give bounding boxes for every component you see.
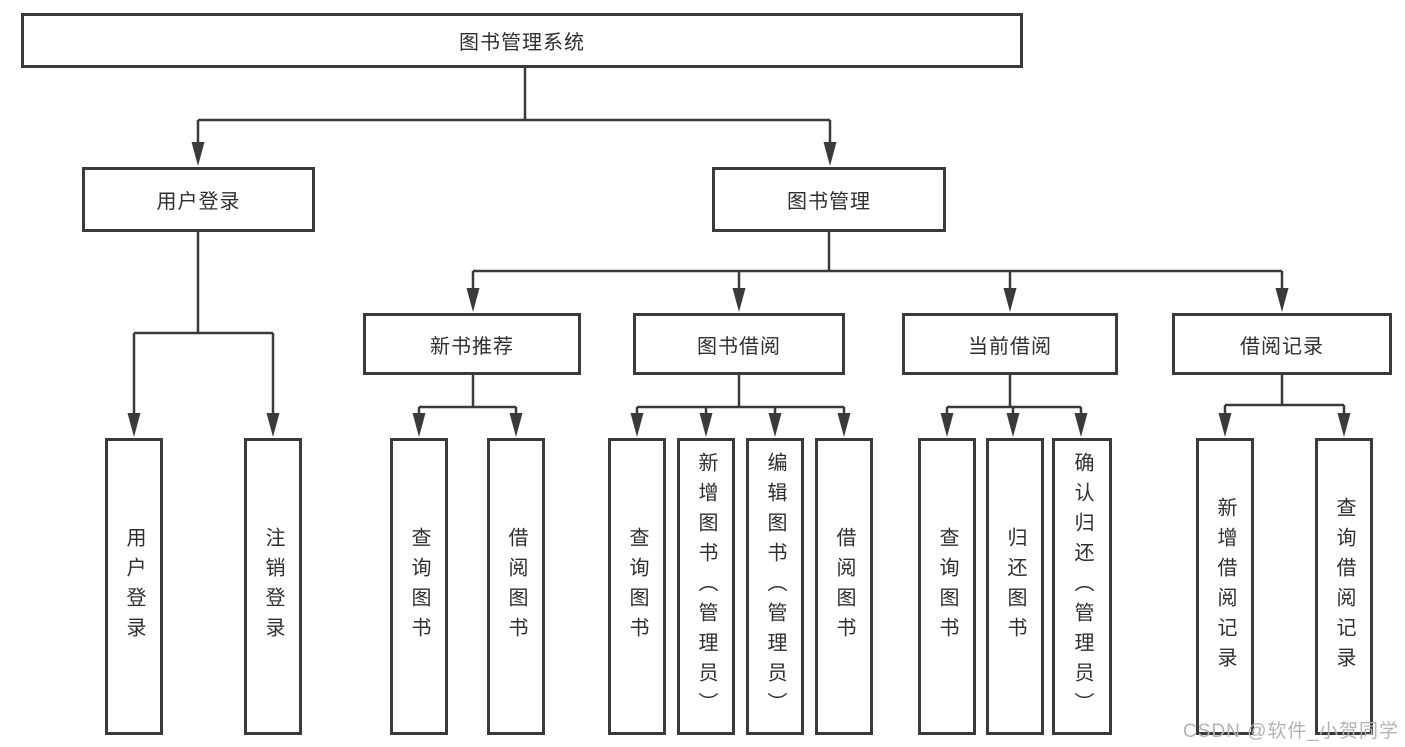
leaf-user-login: 用户登录	[105, 438, 163, 735]
node-user-login: 用户登录	[82, 167, 315, 232]
leaf-return-books: 归还图书	[986, 438, 1044, 735]
node-book-borrow: 图书借阅	[633, 313, 845, 375]
leaf-logout-login: 注销登录	[244, 438, 302, 735]
leaf-query-books-borrow: 查询图书	[608, 438, 666, 735]
node-root: 图书管理系统	[21, 13, 1023, 68]
leaf-add-borrow-record: 新增借阅记录	[1196, 438, 1254, 735]
arrowheads	[127, 142, 1351, 437]
watermark: CSDN @软件_小贺同学	[1183, 721, 1399, 742]
leaf-borrow-books: 借阅图书	[815, 438, 873, 735]
leaf-add-books-admin: 新增图书（管理员）	[677, 438, 735, 735]
leaf-query-borrow-record: 查询借阅记录	[1315, 438, 1373, 735]
leaf-edit-books-admin: 编辑图书（管理员）	[746, 438, 804, 735]
leaf-query-books-recommend: 查询图书	[390, 438, 448, 735]
leaf-borrow-books-recommend: 借阅图书	[487, 438, 545, 735]
leaf-confirm-return-admin: 确认归还（管理员）	[1052, 438, 1112, 735]
node-new-book-recommend: 新书推荐	[363, 313, 581, 375]
node-book-management: 图书管理	[712, 167, 946, 232]
leaf-query-books-current: 查询图书	[918, 438, 976, 735]
node-borrow-records: 借阅记录	[1172, 313, 1392, 375]
node-current-borrow: 当前借阅	[902, 313, 1118, 375]
